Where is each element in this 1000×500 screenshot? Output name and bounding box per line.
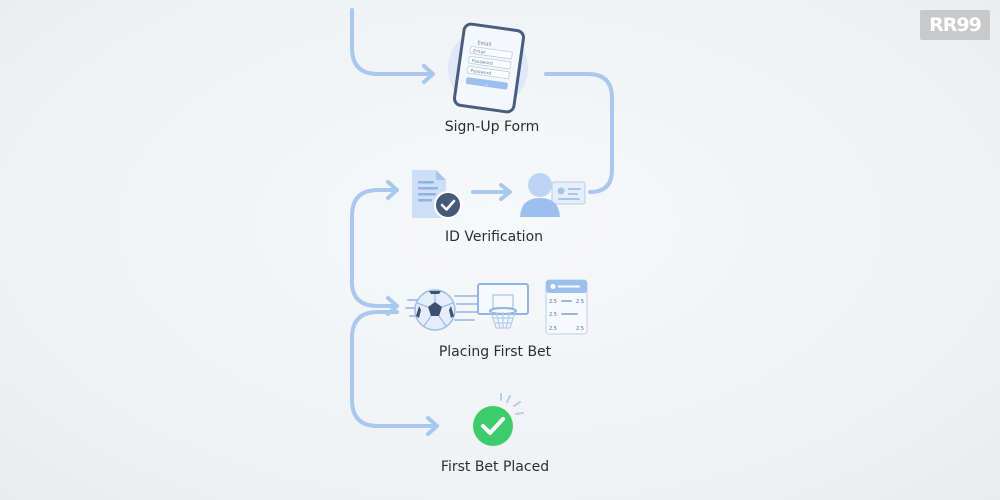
- odds-value-5: 2.5: [576, 326, 584, 332]
- phone-form-icon: Email Email Password Password ⌄: [448, 22, 528, 114]
- connector-bet-to-placed: [350, 310, 438, 428]
- step-label-id-verification: ID Verification: [444, 229, 544, 245]
- form-submit-glyph: ⌄: [484, 82, 489, 89]
- odds-value-2: 2.5: [576, 299, 584, 305]
- form-submit-button: [465, 77, 508, 90]
- form-field-password-confirm: Password: [470, 68, 492, 77]
- success-check-icon: [473, 393, 524, 446]
- document-check-icon: [412, 170, 462, 219]
- step-label-sign-up-form: Sign-Up Form: [444, 119, 540, 135]
- user-id-card-icon: [520, 173, 586, 217]
- brand-logo: RR99: [920, 10, 990, 40]
- bet-slip-icon: 2.5 2.5 2.5 2.5 2.5: [545, 279, 588, 335]
- arrowhead-to-verification: [386, 180, 399, 200]
- connector-verification-loop: [350, 188, 399, 308]
- step-label-placing-first-bet: Placing First Bet: [438, 344, 552, 360]
- step-label-first-bet-placed: First Bet Placed: [440, 459, 550, 475]
- odds-value-1: 2.5: [549, 299, 557, 305]
- form-field-label-1: Email: [477, 40, 492, 48]
- form-field-password: Password: [471, 58, 493, 67]
- form-field-email: Email: [473, 48, 486, 56]
- odds-value-4: 2.5: [549, 326, 557, 332]
- basketball-hoop-icon: [477, 283, 529, 329]
- connector-entry: [350, 8, 434, 76]
- arrowhead-to-placed: [426, 416, 439, 436]
- arrowhead-document-to-user: [499, 183, 512, 201]
- odds-value-3: 2.5: [549, 312, 557, 318]
- brand-logo-text: RR99: [929, 14, 982, 36]
- arrowhead-entry: [422, 64, 435, 84]
- connector-signup-to-verification: [544, 72, 614, 194]
- soccer-ball-icon: [405, 289, 481, 331]
